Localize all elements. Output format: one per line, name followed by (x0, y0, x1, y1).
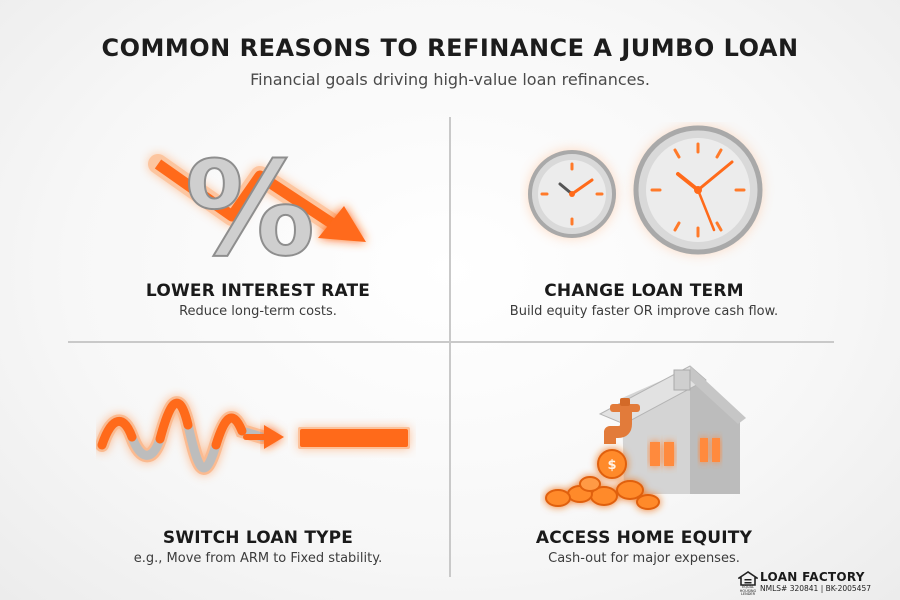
equal-housing-icon (738, 571, 758, 586)
horizontal-divider (68, 341, 834, 343)
clocks-icon (528, 125, 763, 255)
vertical-divider (449, 117, 451, 577)
wave-to-line-icon (96, 396, 410, 475)
reason-description-access-home-equity: Cash-out for major expenses. (548, 551, 740, 566)
reason-description-change-loan-term: Build equity faster OR improve cash flow… (509, 304, 779, 319)
equal-housing-text: EQUAL HOUSING LENDER (739, 585, 757, 597)
svg-text:%: % (185, 133, 315, 268)
svg-text:$: $ (607, 458, 616, 473)
page-title: COMMON REASONS TO REFINANCE A JUMBO LOAN (101, 34, 799, 62)
reason-heading-lower-interest-rate: LOWER INTEREST RATE (145, 281, 371, 301)
brand-name: LOAN FACTORY (760, 570, 865, 584)
brand-nmls: NMLS# 320841 | BK-2005457 (760, 584, 871, 593)
page-subtitle: Financial goals driving high-value loan … (250, 70, 650, 89)
reason-heading-access-home-equity: ACCESS HOME EQUITY (535, 528, 753, 548)
reason-description-lower-interest-rate: Reduce long-term costs. (179, 304, 337, 319)
percent-down-arrow-icon: % (148, 132, 366, 268)
reason-heading-switch-loan-type: SWITCH LOAN TYPE (162, 528, 354, 548)
brand-logo: EQUAL HOUSING LENDER LOAN FACTORY NMLS# … (738, 570, 888, 597)
reason-heading-change-loan-term: CHANGE LOAN TERM (544, 281, 744, 301)
reason-description-switch-loan-type: e.g., Move from ARM to Fixed stability. (133, 551, 383, 566)
house-faucet-coins-icon: $ (545, 365, 746, 510)
